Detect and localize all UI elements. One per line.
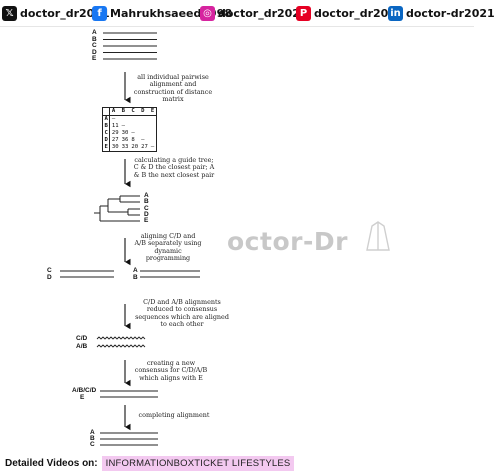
matrix-cell bbox=[140, 130, 150, 137]
matrix-row-header: A bbox=[103, 115, 111, 123]
seq-label-c: C bbox=[92, 42, 97, 49]
social-pinterest[interactable]: P doctor_dr2021 bbox=[294, 5, 404, 21]
matrix-col-header: E bbox=[149, 108, 156, 116]
pinterest-icon: P bbox=[296, 5, 311, 21]
matrix-cell: – bbox=[141, 137, 145, 143]
social-handle: doctor-dr2021 bbox=[406, 6, 495, 20]
matrix-col-header: C bbox=[129, 108, 140, 116]
pair-label-b: B bbox=[133, 274, 138, 281]
seq-label-d: D bbox=[92, 49, 97, 56]
tree-leaf-a: A bbox=[144, 192, 149, 199]
social-handle: doctor_dr2021 bbox=[218, 6, 308, 20]
step-4-caption: C/D and A/B alignments reduced to consen… bbox=[135, 298, 229, 329]
x-twitter-icon: 𝕏 bbox=[2, 5, 17, 21]
matrix-cell bbox=[149, 123, 155, 130]
matrix-row-header: C bbox=[103, 130, 111, 137]
social-header-bar: 𝕏 doctor_dr2021 f Mahrukhsaeed1998 ◎ doc… bbox=[0, 0, 495, 27]
matrix-row-header: D bbox=[103, 137, 111, 144]
matrix-cell bbox=[149, 130, 155, 137]
matrix-cell: – bbox=[131, 130, 135, 136]
pair-label-c: C bbox=[47, 267, 52, 274]
step-5-caption: creating a new consensus for C/D/A/B whi… bbox=[134, 359, 208, 382]
matrix-corner bbox=[103, 108, 111, 116]
matrix-col-header: A bbox=[109, 108, 121, 116]
matrix-cell: 30 bbox=[121, 130, 129, 136]
tree-leaf-e: E bbox=[144, 217, 149, 224]
step-1-caption: all individual pairwise alignment and co… bbox=[133, 73, 213, 104]
final-label-a: A bbox=[90, 429, 95, 436]
matrix-cell: 29 bbox=[111, 130, 119, 136]
footer-bar: Detailed Videos on: INFORMATIONBOXTICKET… bbox=[0, 452, 474, 474]
consensus-label-cd: C/D bbox=[76, 335, 88, 342]
tree-leaf-d: D bbox=[144, 211, 149, 218]
matrix-cell: 33 bbox=[121, 144, 129, 150]
instagram-icon: ◎ bbox=[200, 5, 215, 21]
matrix-cell bbox=[140, 123, 150, 130]
consensus-label-ab: A/B bbox=[76, 343, 88, 350]
msa-diagram: A B C D E all individual pairwise alignm… bbox=[0, 26, 474, 448]
footer-lead-text: Detailed Videos on: bbox=[5, 457, 98, 469]
initial-sequences bbox=[103, 32, 157, 60]
diagram-lines bbox=[60, 32, 390, 446]
matrix-cell: 36 bbox=[121, 137, 129, 143]
matrix-col-header: B bbox=[120, 108, 130, 116]
step-3-caption: aligning C/D and A/B separately using dy… bbox=[134, 232, 202, 263]
social-handle: doctor_dr2021 bbox=[20, 6, 110, 20]
matrix-cell: 20 bbox=[131, 144, 139, 150]
abcd-e-alignment bbox=[100, 390, 158, 398]
matrix-cell: – bbox=[111, 116, 116, 122]
matrix-cell: 11 bbox=[111, 123, 119, 129]
final-alignment bbox=[100, 432, 158, 446]
social-x[interactable]: 𝕏 doctor_dr2021 bbox=[0, 5, 110, 21]
step-2-caption: calculating a guide tree; C & D the clos… bbox=[133, 156, 215, 179]
label-e: E bbox=[80, 394, 85, 401]
matrix-cell bbox=[130, 116, 140, 124]
label-abcd: A/B/C/D bbox=[72, 387, 97, 394]
matrix-cell bbox=[120, 116, 130, 124]
step-6-caption: completing alignment bbox=[138, 411, 210, 419]
doctor-dr-watermark: octor-Dr bbox=[227, 227, 348, 256]
social-linkedin[interactable]: in doctor-dr2021 bbox=[386, 5, 495, 21]
matrix-cell: 30 bbox=[111, 144, 119, 150]
matrix-cell: 27 bbox=[141, 144, 148, 150]
matrix-cell: 8 bbox=[131, 137, 135, 143]
matrix-cell bbox=[149, 116, 155, 124]
matrix-row-header: E bbox=[103, 144, 111, 151]
matrix-col-header: D bbox=[139, 108, 150, 116]
social-facebook[interactable]: f Mahrukhsaeed1998 bbox=[90, 5, 232, 21]
matrix-cell bbox=[140, 116, 150, 124]
channel-link[interactable]: INFORMATIONBOXTICKET LIFESTYLES bbox=[101, 455, 295, 471]
matrix-cell bbox=[149, 137, 155, 144]
guide-tree bbox=[94, 195, 140, 222]
seq-label-a: A bbox=[92, 29, 97, 36]
social-instagram[interactable]: ◎ doctor_dr2021 bbox=[198, 5, 308, 21]
final-label-c: C bbox=[90, 441, 95, 448]
facebook-icon: f bbox=[92, 5, 107, 21]
consensus-sequences bbox=[96, 336, 146, 348]
pair-label-a: A bbox=[133, 267, 138, 274]
matrix-row-header: B bbox=[103, 123, 111, 130]
matrix-cell: 27 bbox=[111, 137, 119, 143]
seq-label-e: E bbox=[92, 55, 97, 62]
social-handle: doctor_dr2021 bbox=[314, 6, 404, 20]
matrix-cell bbox=[130, 123, 140, 130]
tree-leaf-b: B bbox=[144, 198, 149, 205]
pair-label-d: D bbox=[47, 274, 52, 281]
pair-alignments bbox=[60, 270, 200, 278]
final-label-b: B bbox=[90, 435, 95, 442]
tree-leaf-c: C bbox=[144, 205, 149, 212]
linkedin-icon: in bbox=[388, 5, 403, 21]
distance-matrix: A B C D E A – B 11 – bbox=[102, 107, 157, 152]
matrix-cell: – bbox=[121, 123, 125, 129]
matrix-cell: – bbox=[150, 144, 155, 150]
coat-watermark-icon bbox=[366, 221, 390, 251]
seq-label-b: B bbox=[92, 36, 97, 43]
